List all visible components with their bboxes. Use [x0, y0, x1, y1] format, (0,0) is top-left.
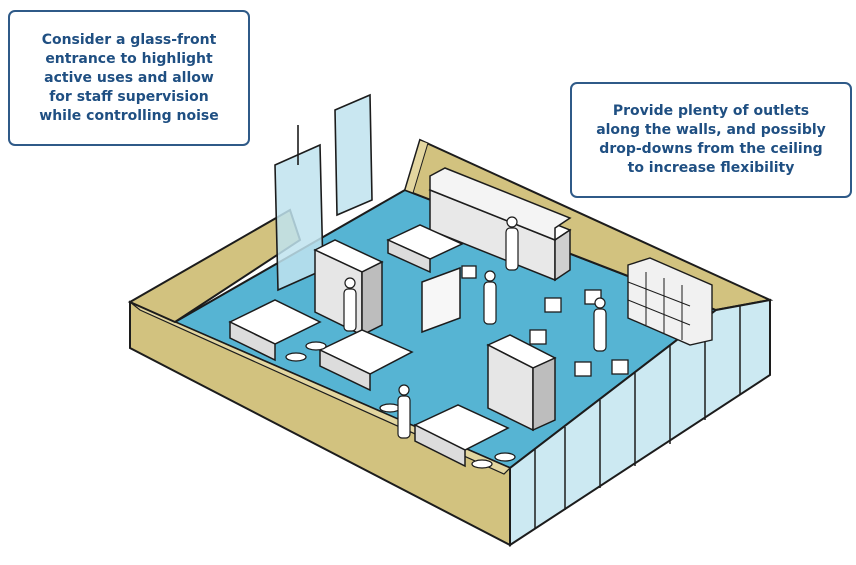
glass-entrance — [274, 93, 373, 292]
stools — [285, 341, 516, 469]
chairs — [461, 265, 629, 377]
callout-outlets: Provide plenty of outlets along the wall… — [570, 82, 852, 198]
callout-glass-entrance: Consider a glass-front entrance to highl… — [8, 10, 250, 146]
storage-cabinet-right — [486, 334, 557, 432]
people — [343, 216, 607, 439]
work-tables — [228, 224, 510, 468]
glass-front-wall — [509, 298, 771, 547]
cubby-shelf — [627, 257, 713, 346]
kitchen-counter — [428, 167, 572, 282]
mobile-whiteboard — [421, 266, 461, 334]
back-right-wall-top — [404, 139, 429, 194]
